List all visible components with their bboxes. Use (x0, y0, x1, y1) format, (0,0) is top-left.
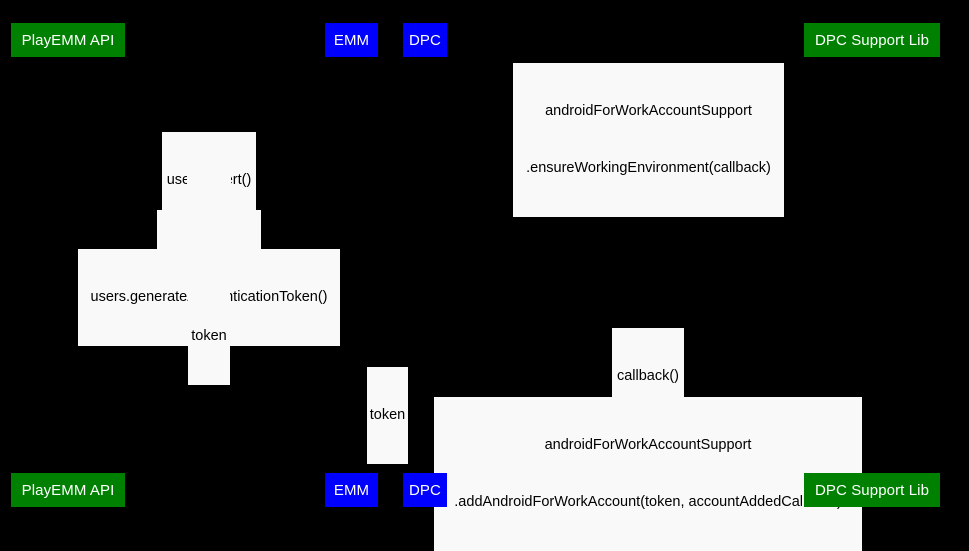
message-line: token (191, 328, 227, 344)
message-line: token (369, 407, 406, 423)
message-line: .ensureWorkingEnvironment(callback) (526, 160, 771, 176)
participant-head-dpc-support-lib[interactable]: DPC Support Lib (804, 23, 940, 57)
participant-label: DPC Support Lib (814, 481, 930, 499)
participant-head-emm[interactable]: EMM (325, 23, 378, 57)
sequence-diagram-canvas: PlayEMM API EMM DPC DPC Support Lib andr… (11, 23, 940, 551)
message-token-to-dpc: token (367, 367, 408, 464)
participant-label: PlayEMM API (21, 31, 115, 49)
participant-foot-emm[interactable]: EMM (325, 473, 378, 507)
participant-label: EMM (333, 31, 370, 49)
message-line: callback() (616, 368, 680, 384)
participant-head-playemm-api[interactable]: PlayEMM API (11, 23, 125, 57)
message-add-android-for-work-account: androidForWorkAccountSupport .addAndroid… (434, 397, 862, 551)
participant-foot-playemm-api[interactable]: PlayEMM API (11, 473, 125, 507)
participant-foot-dpc-support-lib[interactable]: DPC Support Lib (804, 473, 940, 507)
message-line: androidForWorkAccountSupport (545, 103, 752, 119)
participant-head-dpc[interactable]: DPC (403, 23, 447, 57)
message-token-to-emm: token (188, 288, 230, 385)
message-ensure-working-environment: androidForWorkAccountSupport .ensureWork… (513, 63, 784, 217)
participant-foot-dpc[interactable]: DPC (403, 473, 447, 507)
participant-label: DPC Support Lib (814, 31, 930, 49)
participant-label: PlayEMM API (21, 481, 115, 499)
message-line: .addAndroidForWorkAccount(token, account… (454, 494, 842, 510)
participant-label: DPC (409, 31, 441, 49)
message-line: androidForWorkAccountSupport (544, 437, 752, 453)
participant-label: DPC (409, 481, 441, 499)
participant-label: EMM (333, 481, 370, 499)
